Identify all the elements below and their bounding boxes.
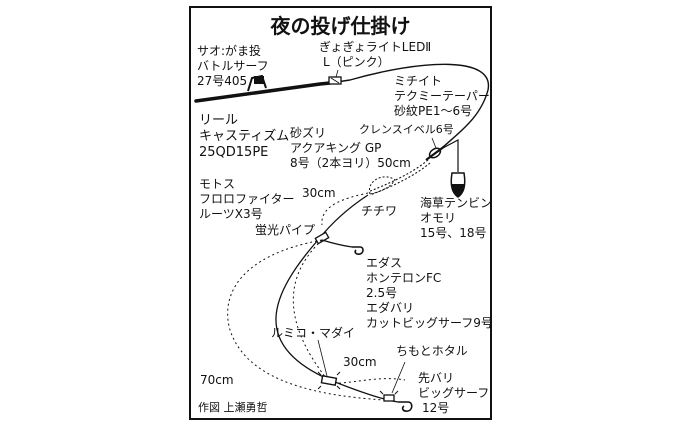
sakibari-label: 先バリ ビッグサーフ 12号 (418, 371, 490, 415)
reel-icon (247, 74, 267, 92)
measure-30-lower (292, 239, 406, 384)
end-hook-icon (398, 401, 413, 412)
credit-label: 作図 上瀬勇哲 (198, 401, 268, 414)
motosu-line (275, 194, 399, 403)
chichiwa-loop (369, 176, 396, 195)
pointer-swivel (431, 137, 437, 149)
reel-label: リール キャスティズム 25QD15PE (199, 113, 290, 160)
rod (194, 81, 332, 103)
motosu-label: モトス フロロファイター ルーツX3号 (199, 177, 295, 221)
edasu-line (321, 239, 353, 248)
tenbin-arm (440, 139, 459, 172)
pointer-chimoto (391, 361, 406, 394)
light-label: ぎょぎょライトLEDⅡ L（ピンク） (319, 40, 432, 69)
measure-30-lower-label: 30cm (343, 355, 377, 369)
main-line (349, 63, 489, 151)
diagram-title: 夜の投げ仕掛け (270, 14, 411, 38)
edasu-hook-icon (352, 246, 364, 255)
diagram-frame (189, 6, 492, 420)
keiko-pipe-label: 蛍光パイプ (255, 223, 316, 237)
pointer-lumico (317, 339, 328, 377)
chimoto-hotaru-icon (379, 390, 399, 402)
measure-70 (227, 239, 386, 401)
measure-70-label: 70cm (200, 373, 234, 387)
measure-30-upper (321, 192, 369, 226)
swivel-label: クレンスイベル6号 (359, 123, 454, 136)
rod-label: サオ:がま投 バトルサーフ 27号405 (197, 44, 269, 88)
sinker-label: 海草テンビン オモリ 15号、18号 (420, 196, 493, 240)
michiito-label: ミチイト テクミーテーパー 砂紋PE1～6号 (394, 74, 490, 118)
chichiwa-label: チチワ (361, 204, 398, 218)
edasu-label: エダス ホンテロンFC 2.5号 エダバリ カットビッグサーフ9号 (366, 256, 493, 330)
sinker-icon (450, 172, 466, 198)
measure-30-upper-label: 30cm (302, 186, 336, 200)
lumico-icon (317, 371, 341, 390)
pointer-light (335, 69, 339, 78)
lumico-label: ルミコ・マダイ (271, 326, 356, 340)
chimoto-label: ちもとホタル (396, 344, 468, 358)
sunazuri-label: 砂ズリ アクアキング GP 8号（2本ヨリ）50cm (290, 126, 411, 170)
led-light-icon (328, 76, 342, 85)
